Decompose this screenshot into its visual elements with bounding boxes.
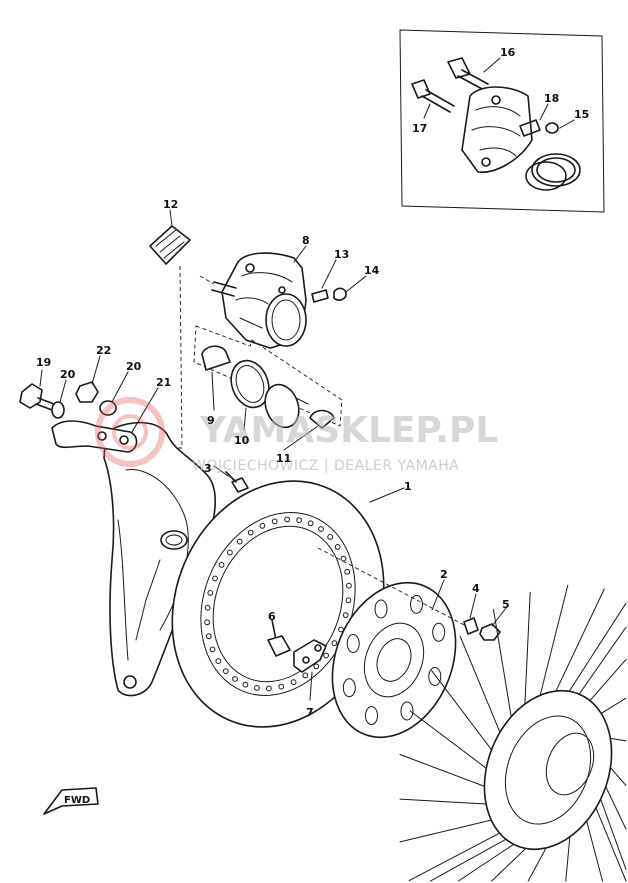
disc-hole: [227, 549, 233, 556]
disc-hole: [205, 633, 212, 640]
part-label: 1: [404, 480, 412, 493]
disc-hole: [212, 575, 218, 582]
hub-window: [374, 599, 388, 619]
disc-hole: [222, 668, 229, 674]
disc-hole: [290, 679, 297, 686]
wheel-hub: [483, 689, 613, 851]
part-label: 18: [544, 92, 559, 105]
disc-hole: [236, 538, 243, 545]
disc-hole: [302, 672, 309, 679]
part-label: 20: [60, 368, 76, 381]
part-label: 16: [500, 46, 516, 59]
bolt-6-plate-7: [267, 619, 327, 701]
disc-hole: [296, 517, 303, 523]
part-labels: 1 2 3 4 5 6 7 8 9 10 11 12 13 14 15 16 1…: [36, 46, 589, 719]
disc-hole: [242, 681, 249, 688]
disc-hole: [313, 663, 320, 670]
hub-window: [432, 622, 446, 642]
disc-hole: [344, 568, 351, 575]
part-label: 20: [126, 360, 142, 373]
part-label: 15: [574, 108, 589, 121]
part-label: 4: [472, 582, 480, 595]
hub-window: [410, 594, 423, 614]
disc-hole: [218, 562, 225, 568]
watermark: YAMASKLEP.PL WOJCIECHOWICZ | DEALER YAMA…: [95, 397, 498, 474]
mount-hardware: [19, 355, 159, 453]
disc-hole: [334, 544, 341, 550]
disc-hole: [307, 520, 314, 527]
disc-hole: [345, 597, 352, 604]
part-label: 3: [204, 462, 212, 475]
watermark-logo-icon: [95, 397, 165, 467]
washer-4-nut-5: [463, 593, 507, 641]
watermark-sub-text: WOJCIECHOWICZ | DEALER YAMAHA: [192, 458, 459, 474]
part-label: 8: [302, 234, 310, 247]
disc-hole: [259, 522, 266, 529]
part-label: 17: [412, 122, 427, 135]
disc-hole: [278, 683, 285, 690]
part-label: 22: [96, 344, 111, 357]
disc-hole: [284, 516, 291, 523]
hub-window: [365, 706, 378, 726]
hub-window: [428, 667, 442, 686]
part-label: 21: [156, 376, 171, 389]
disc-hole: [323, 652, 330, 659]
part-label: 9: [207, 414, 215, 427]
disc-hole: [204, 604, 211, 611]
caliper-8: [199, 245, 367, 349]
disc-hole: [342, 612, 349, 618]
part-label: 13: [334, 248, 349, 261]
part-label: 12: [163, 198, 178, 211]
disc-hole: [331, 640, 338, 646]
disc-hole: [266, 685, 272, 692]
brake-disc-1: [171, 480, 405, 728]
pads-9-10-11: [201, 345, 335, 451]
inset-caliper-box: [399, 29, 605, 213]
part-label: 10: [234, 434, 250, 447]
disc-hole: [271, 518, 278, 525]
part-label: 11: [276, 452, 291, 465]
screw-3: [213, 465, 249, 493]
part-label: 6: [268, 610, 276, 623]
part-label: 5: [502, 598, 510, 611]
disc-hole: [327, 534, 334, 540]
disc-hole: [318, 526, 324, 532]
part-label: 14: [364, 264, 380, 277]
part-label: 2: [440, 568, 448, 581]
part-label: 7: [306, 706, 314, 719]
disc-hole: [232, 676, 238, 682]
hub-window: [400, 701, 414, 721]
hub-window: [346, 634, 360, 653]
disc-hole: [209, 646, 216, 653]
part-label: 19: [36, 356, 51, 369]
hub-window: [342, 678, 356, 698]
fwd-direction-marker: FWD: [43, 787, 99, 815]
watermark-main-text: YAMASKLEP.PL: [199, 410, 498, 451]
disc-hole: [215, 658, 222, 664]
disc-hole: [207, 590, 214, 596]
disc-hole: [204, 619, 211, 626]
fwd-label: FWD: [64, 795, 90, 806]
pad-frame: [193, 325, 343, 427]
disc-hole: [247, 529, 254, 536]
disc-hole: [346, 582, 352, 589]
disc-hole: [254, 685, 260, 691]
centre-line: [317, 547, 471, 629]
hub-flange-2: [331, 579, 457, 739]
